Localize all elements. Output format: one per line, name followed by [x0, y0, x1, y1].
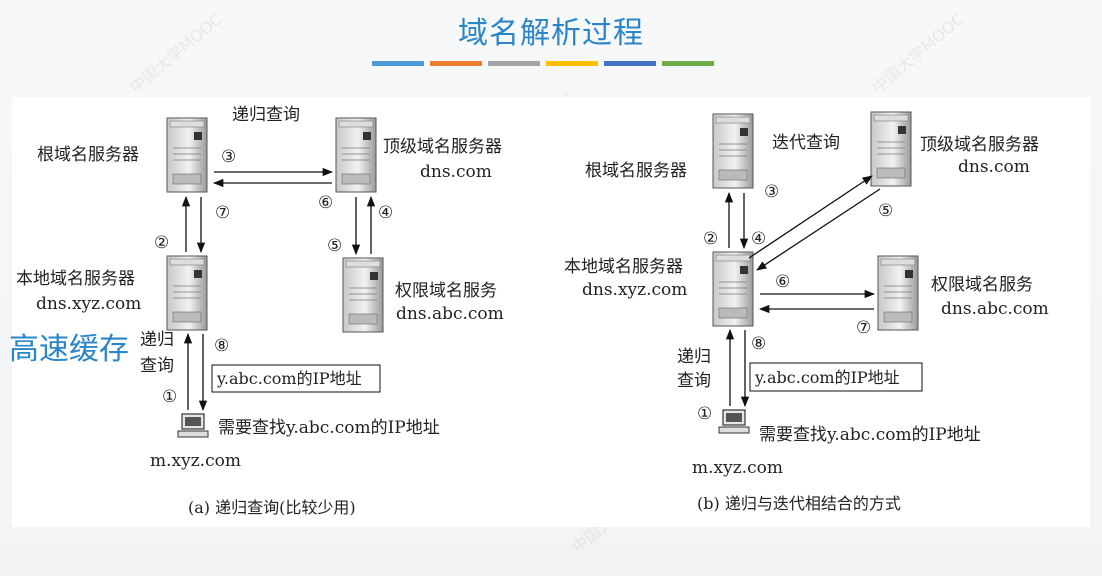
answer-label: y.abc.com的IP地址: [216, 369, 362, 388]
step-number: ⑧: [751, 334, 766, 354]
tld-server-label: 顶级域名服务器: [383, 137, 502, 157]
auth-server-label: 权限域名服务: [395, 281, 497, 301]
request-label: 需要查找y.abc.com的IP地址: [759, 425, 981, 445]
root-server-icon: [166, 117, 208, 193]
local-server-icon: [166, 255, 208, 331]
local-server-label: 本地域名服务器: [564, 257, 683, 277]
local-server-icon: [712, 251, 754, 327]
accent-bar: [604, 61, 656, 66]
step-number: ③: [764, 182, 779, 202]
root-server-label: 根域名服务器: [37, 145, 139, 165]
client-pc-icon: [718, 409, 750, 434]
auth-host-label: dns.abc.com: [396, 304, 504, 324]
arrow: [748, 175, 873, 259]
step-number: ④: [751, 229, 766, 249]
step-number: ①: [162, 387, 177, 407]
step-number: ①: [697, 404, 712, 424]
arrow: [756, 188, 881, 271]
client-pc-icon: [177, 413, 209, 438]
cache-note: 高速缓存: [9, 332, 129, 367]
root-server-icon: [712, 113, 754, 189]
accent-bar: [372, 61, 424, 66]
step-number: ⑤: [327, 236, 342, 256]
step-number: ⑦: [856, 318, 871, 338]
step-number: ③: [221, 147, 236, 167]
answer-box: [211, 364, 381, 393]
step-number: ⑦: [215, 203, 230, 223]
root-server-label: 根域名服务器: [585, 161, 687, 181]
query-type-label: 递归查询: [232, 105, 300, 125]
step-number: ②: [154, 233, 169, 253]
accent-bar: [430, 61, 482, 66]
accent-bar: [546, 61, 598, 66]
local-host-label: dns.xyz.com: [36, 294, 141, 314]
accent-bar: [488, 61, 540, 66]
client-query-label: 查询: [140, 356, 174, 376]
client-query-label: 递归: [677, 347, 711, 367]
caption-b: (b) 递归与迭代相结合的方式: [697, 494, 901, 513]
step-number: ④: [378, 203, 393, 223]
tld-host-label: dns.com: [420, 162, 492, 182]
client-host-label: m.xyz.com: [692, 458, 783, 478]
request-label: 需要查找y.abc.com的IP地址: [218, 418, 440, 438]
accent-bar: [662, 61, 714, 66]
client-query-label: 递归: [140, 330, 174, 350]
local-server-label: 本地域名服务器: [16, 269, 135, 289]
step-number: ⑤: [878, 201, 893, 221]
slide-title: 域名解析过程: [458, 16, 644, 51]
tld-server-icon: [335, 117, 377, 193]
answer-label: y.abc.com的IP地址: [754, 368, 900, 387]
step-number: ⑥: [318, 193, 333, 213]
tld-server-icon: [870, 111, 912, 187]
auth-server-icon: [342, 257, 384, 333]
local-host-label: dns.xyz.com: [582, 280, 687, 300]
step-number: ⑧: [214, 336, 229, 356]
tld-server-label: 顶级域名服务器: [920, 135, 1039, 155]
auth-server-label: 权限域名服务: [931, 275, 1033, 295]
caption-a: (a) 递归查询(比较少用): [188, 498, 356, 517]
client-query-label: 查询: [677, 371, 711, 391]
step-number: ②: [703, 229, 718, 249]
auth-host-label: dns.abc.com: [941, 299, 1049, 319]
query-type-label: 迭代查询: [772, 133, 840, 153]
auth-server-icon: [877, 255, 919, 331]
answer-box: [749, 362, 923, 392]
client-host-label: m.xyz.com: [150, 451, 241, 471]
step-number: ⑥: [775, 272, 790, 292]
tld-host-label: dns.com: [958, 157, 1030, 177]
